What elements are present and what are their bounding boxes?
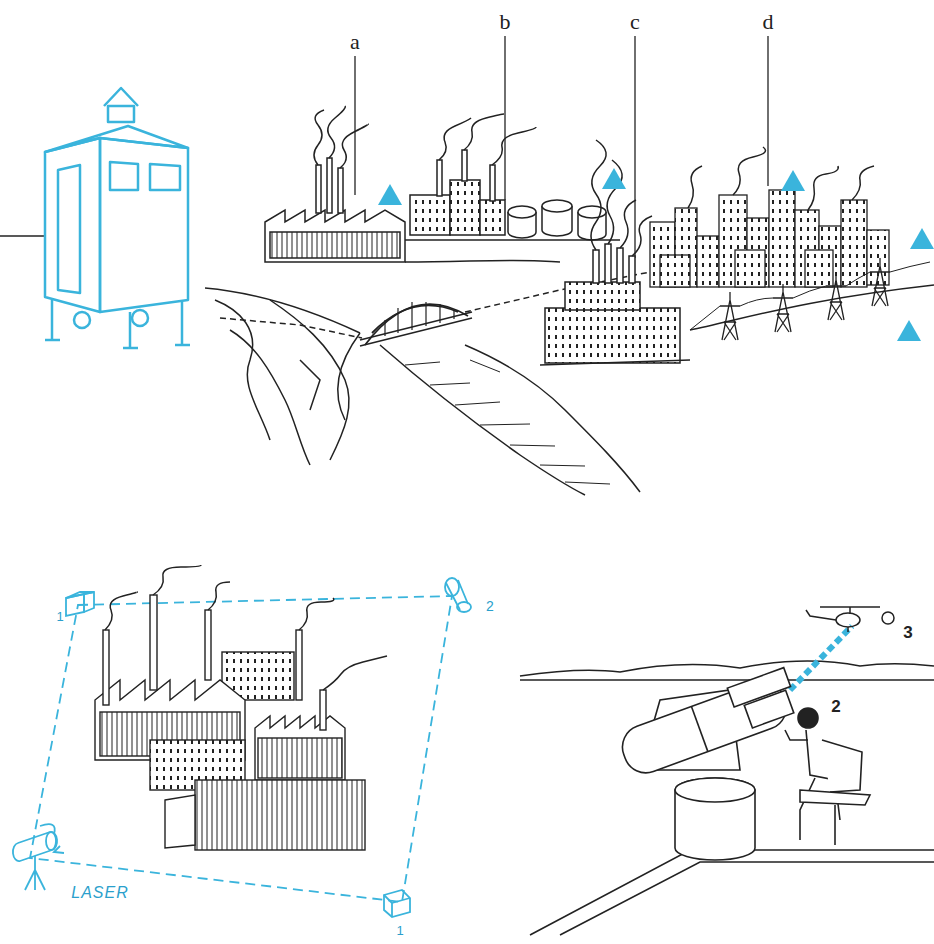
factory-a xyxy=(265,158,405,262)
site-letter: a xyxy=(350,31,360,53)
helicopter xyxy=(806,607,894,632)
leader-lines xyxy=(355,36,768,258)
telescope-station xyxy=(530,668,934,935)
city-d xyxy=(650,190,889,287)
factory-smoke xyxy=(105,565,387,690)
factory-complex xyxy=(95,595,365,850)
refinery-b xyxy=(405,150,620,240)
laser-label: LASER xyxy=(71,885,128,901)
power-station-c xyxy=(540,244,690,365)
site-letter: c xyxy=(630,11,640,33)
site-letter: d xyxy=(763,11,774,33)
power-pylons xyxy=(690,258,930,340)
bridge xyxy=(360,302,472,346)
laser-beam xyxy=(790,626,852,690)
callout-number: 2 xyxy=(486,599,494,613)
landscape xyxy=(205,260,934,495)
callout-number: 1 xyxy=(396,924,403,937)
laser-frame xyxy=(13,578,471,917)
monitor-triangles xyxy=(378,168,934,341)
monitoring-trailer xyxy=(0,88,190,348)
callout-number: 2 xyxy=(831,698,840,715)
callout-number: 1 xyxy=(56,610,63,623)
site-letter: b xyxy=(500,11,511,33)
callout-number: 3 xyxy=(903,624,912,641)
smoke-plumes xyxy=(314,106,874,256)
horizon xyxy=(520,661,934,680)
